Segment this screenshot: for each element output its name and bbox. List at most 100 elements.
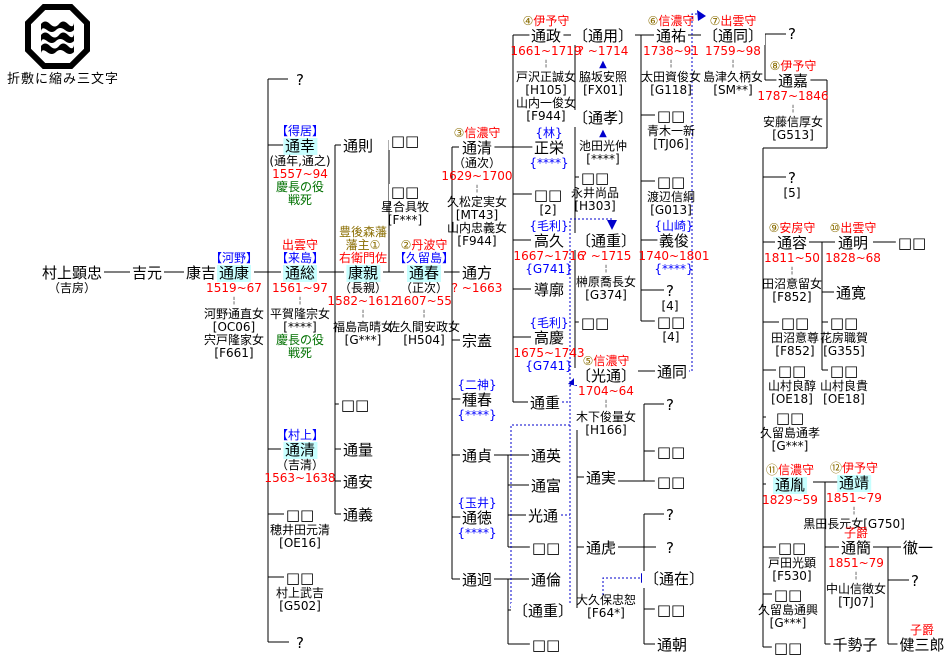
person-title-label: {林} bbox=[535, 126, 563, 140]
person-details: 久留島通孝[G***] bbox=[760, 427, 820, 453]
person-detail: ? ~1663 bbox=[451, 281, 503, 295]
person-labels: 子爵 bbox=[844, 527, 868, 540]
person-title-label: 【村上】 bbox=[275, 428, 324, 442]
person-details: ▲池田光仲[****] bbox=[571, 127, 635, 166]
person-details: 村上武吉[G502] bbox=[276, 587, 324, 613]
person-details: 1519~67¦河野通直女[OC06]宍戸隆家女[F661] bbox=[204, 282, 264, 360]
person-name: 義俊 bbox=[656, 232, 692, 250]
person-name: 〔通同〕 bbox=[700, 27, 766, 45]
person-detail: ¦ bbox=[232, 296, 236, 306]
person-title-label: 信濃守 bbox=[658, 14, 695, 28]
person-detail: 1667~1716 bbox=[513, 249, 585, 263]
person-name: 導廓 bbox=[531, 281, 567, 299]
person-detail: [G355] bbox=[823, 344, 865, 358]
person-name: 通康 bbox=[216, 264, 252, 282]
person-node: {玉井}通徳{****} bbox=[457, 497, 497, 540]
adoption-arrowhead-icon bbox=[697, 10, 706, 21]
person-detail: 花房職賀 bbox=[819, 331, 869, 345]
person-details: 永井尚品[H303] bbox=[571, 187, 619, 213]
person-detail: {G741} bbox=[525, 359, 573, 373]
person-title-label: {毛利} bbox=[529, 316, 569, 330]
person-detail: ¦ bbox=[604, 264, 608, 274]
adoption-line bbox=[688, 13, 698, 372]
person-node: ? bbox=[294, 635, 306, 652]
person-node: ?[5] bbox=[784, 170, 801, 200]
person-detail: (通年,通之) bbox=[269, 154, 331, 168]
person-node: 通迥 bbox=[459, 572, 495, 589]
person-detail: [2] bbox=[539, 203, 557, 217]
person-name: 〔光通〕 bbox=[573, 367, 639, 385]
person-detail: 榊原喬長女 bbox=[575, 275, 637, 289]
person-name: ? bbox=[786, 169, 798, 187]
person-node: □□村上武吉[G502] bbox=[276, 570, 324, 613]
person-detail: 星合具牧 bbox=[380, 200, 430, 214]
person-detail: 1519~67 bbox=[206, 281, 262, 295]
person-node: ?[4] bbox=[662, 283, 679, 313]
person-details: 花房職賀[G355] bbox=[820, 332, 868, 358]
person-detail: 黒田長元女[G750] bbox=[803, 517, 905, 531]
person-name: ? bbox=[664, 396, 676, 414]
person-node: ? bbox=[909, 573, 921, 590]
adoption-line bbox=[565, 218, 612, 611]
person-detail: （正次） bbox=[399, 281, 449, 295]
person-detail: 安藤信厚女 bbox=[762, 115, 824, 129]
person-node: 通量 bbox=[340, 441, 376, 459]
person-name: □□ bbox=[654, 601, 688, 619]
person-detail: [F944] bbox=[526, 109, 566, 123]
person-node: □□ bbox=[529, 539, 563, 557]
person-title-label: 子爵 bbox=[909, 623, 934, 637]
person-node: 通安 bbox=[340, 474, 376, 491]
person-node: 〔通孝〕▲池田光仲[****] bbox=[570, 110, 636, 166]
person-detail: {****} bbox=[457, 408, 497, 422]
person-details: 1704~64¦木下俊量女[H166] bbox=[574, 385, 638, 437]
person-details: {****} bbox=[457, 409, 496, 422]
person-detail: 1582~1612 bbox=[327, 294, 399, 308]
person-name: □□ bbox=[529, 539, 563, 557]
person-detail: [F530] bbox=[772, 569, 812, 583]
person-name: □□ bbox=[654, 443, 688, 461]
person-detail: ¦ bbox=[791, 104, 795, 114]
person-node: 〔通重〕? ~1715¦榊原喬長女[G374] bbox=[573, 233, 639, 302]
person-detail: ¦ bbox=[604, 399, 608, 409]
person-name: 正栄 bbox=[531, 139, 566, 157]
person-node: □□穂井田元清[OE16] bbox=[270, 507, 330, 550]
person-details: 久留島通興[G***] bbox=[758, 604, 818, 630]
person-node: 通朝 bbox=[654, 637, 690, 654]
person-detail: 戦死 bbox=[287, 193, 312, 207]
person-detail: 1738~91 bbox=[643, 44, 699, 58]
person-details: 1675~1743{G741} bbox=[513, 347, 584, 373]
person-detail: [H504] bbox=[403, 333, 445, 347]
person-detail: ¦ bbox=[298, 296, 302, 306]
person-node: 千勢子 bbox=[830, 637, 880, 654]
person-name: □□ bbox=[775, 539, 809, 557]
person-details: 1667~1716{G741} bbox=[513, 250, 584, 276]
person-details: （吉清）1563~1638 bbox=[264, 459, 335, 485]
person-detail: 青木一新 bbox=[646, 124, 696, 138]
person-detail: 戸田光顕 bbox=[767, 556, 817, 570]
person-name: 種春 bbox=[459, 391, 494, 409]
person-detail: ? ~1714 bbox=[577, 44, 629, 58]
person-node: □□田沼意尊[F852] bbox=[771, 315, 819, 358]
person-detail: 田沼意留女 bbox=[761, 277, 823, 291]
person-detail: {****} bbox=[457, 526, 497, 540]
person-detail: ? ~1715 bbox=[580, 249, 632, 263]
person-node: 〔通用〕? ~1714▲脇坂安照[FX01] bbox=[570, 28, 636, 97]
person-detail: ¦ bbox=[422, 309, 426, 319]
person-labels: ⑤信濃守 bbox=[583, 355, 630, 368]
person-detail: 1661~1719 bbox=[510, 44, 582, 58]
person-title-label: ④ bbox=[522, 14, 534, 28]
person-node: □□ bbox=[654, 601, 688, 619]
person-name: 通富 bbox=[528, 477, 564, 495]
person-name: 通虎 bbox=[583, 539, 619, 557]
person-detail: 1851~79 bbox=[828, 556, 884, 570]
person-node: 通実 bbox=[583, 470, 619, 487]
person-name: 通量 bbox=[340, 441, 376, 459]
person-name: ? bbox=[664, 506, 676, 524]
person-detail: ¦ bbox=[475, 184, 479, 194]
person-node: □□永井尚品[H303] bbox=[571, 170, 619, 213]
